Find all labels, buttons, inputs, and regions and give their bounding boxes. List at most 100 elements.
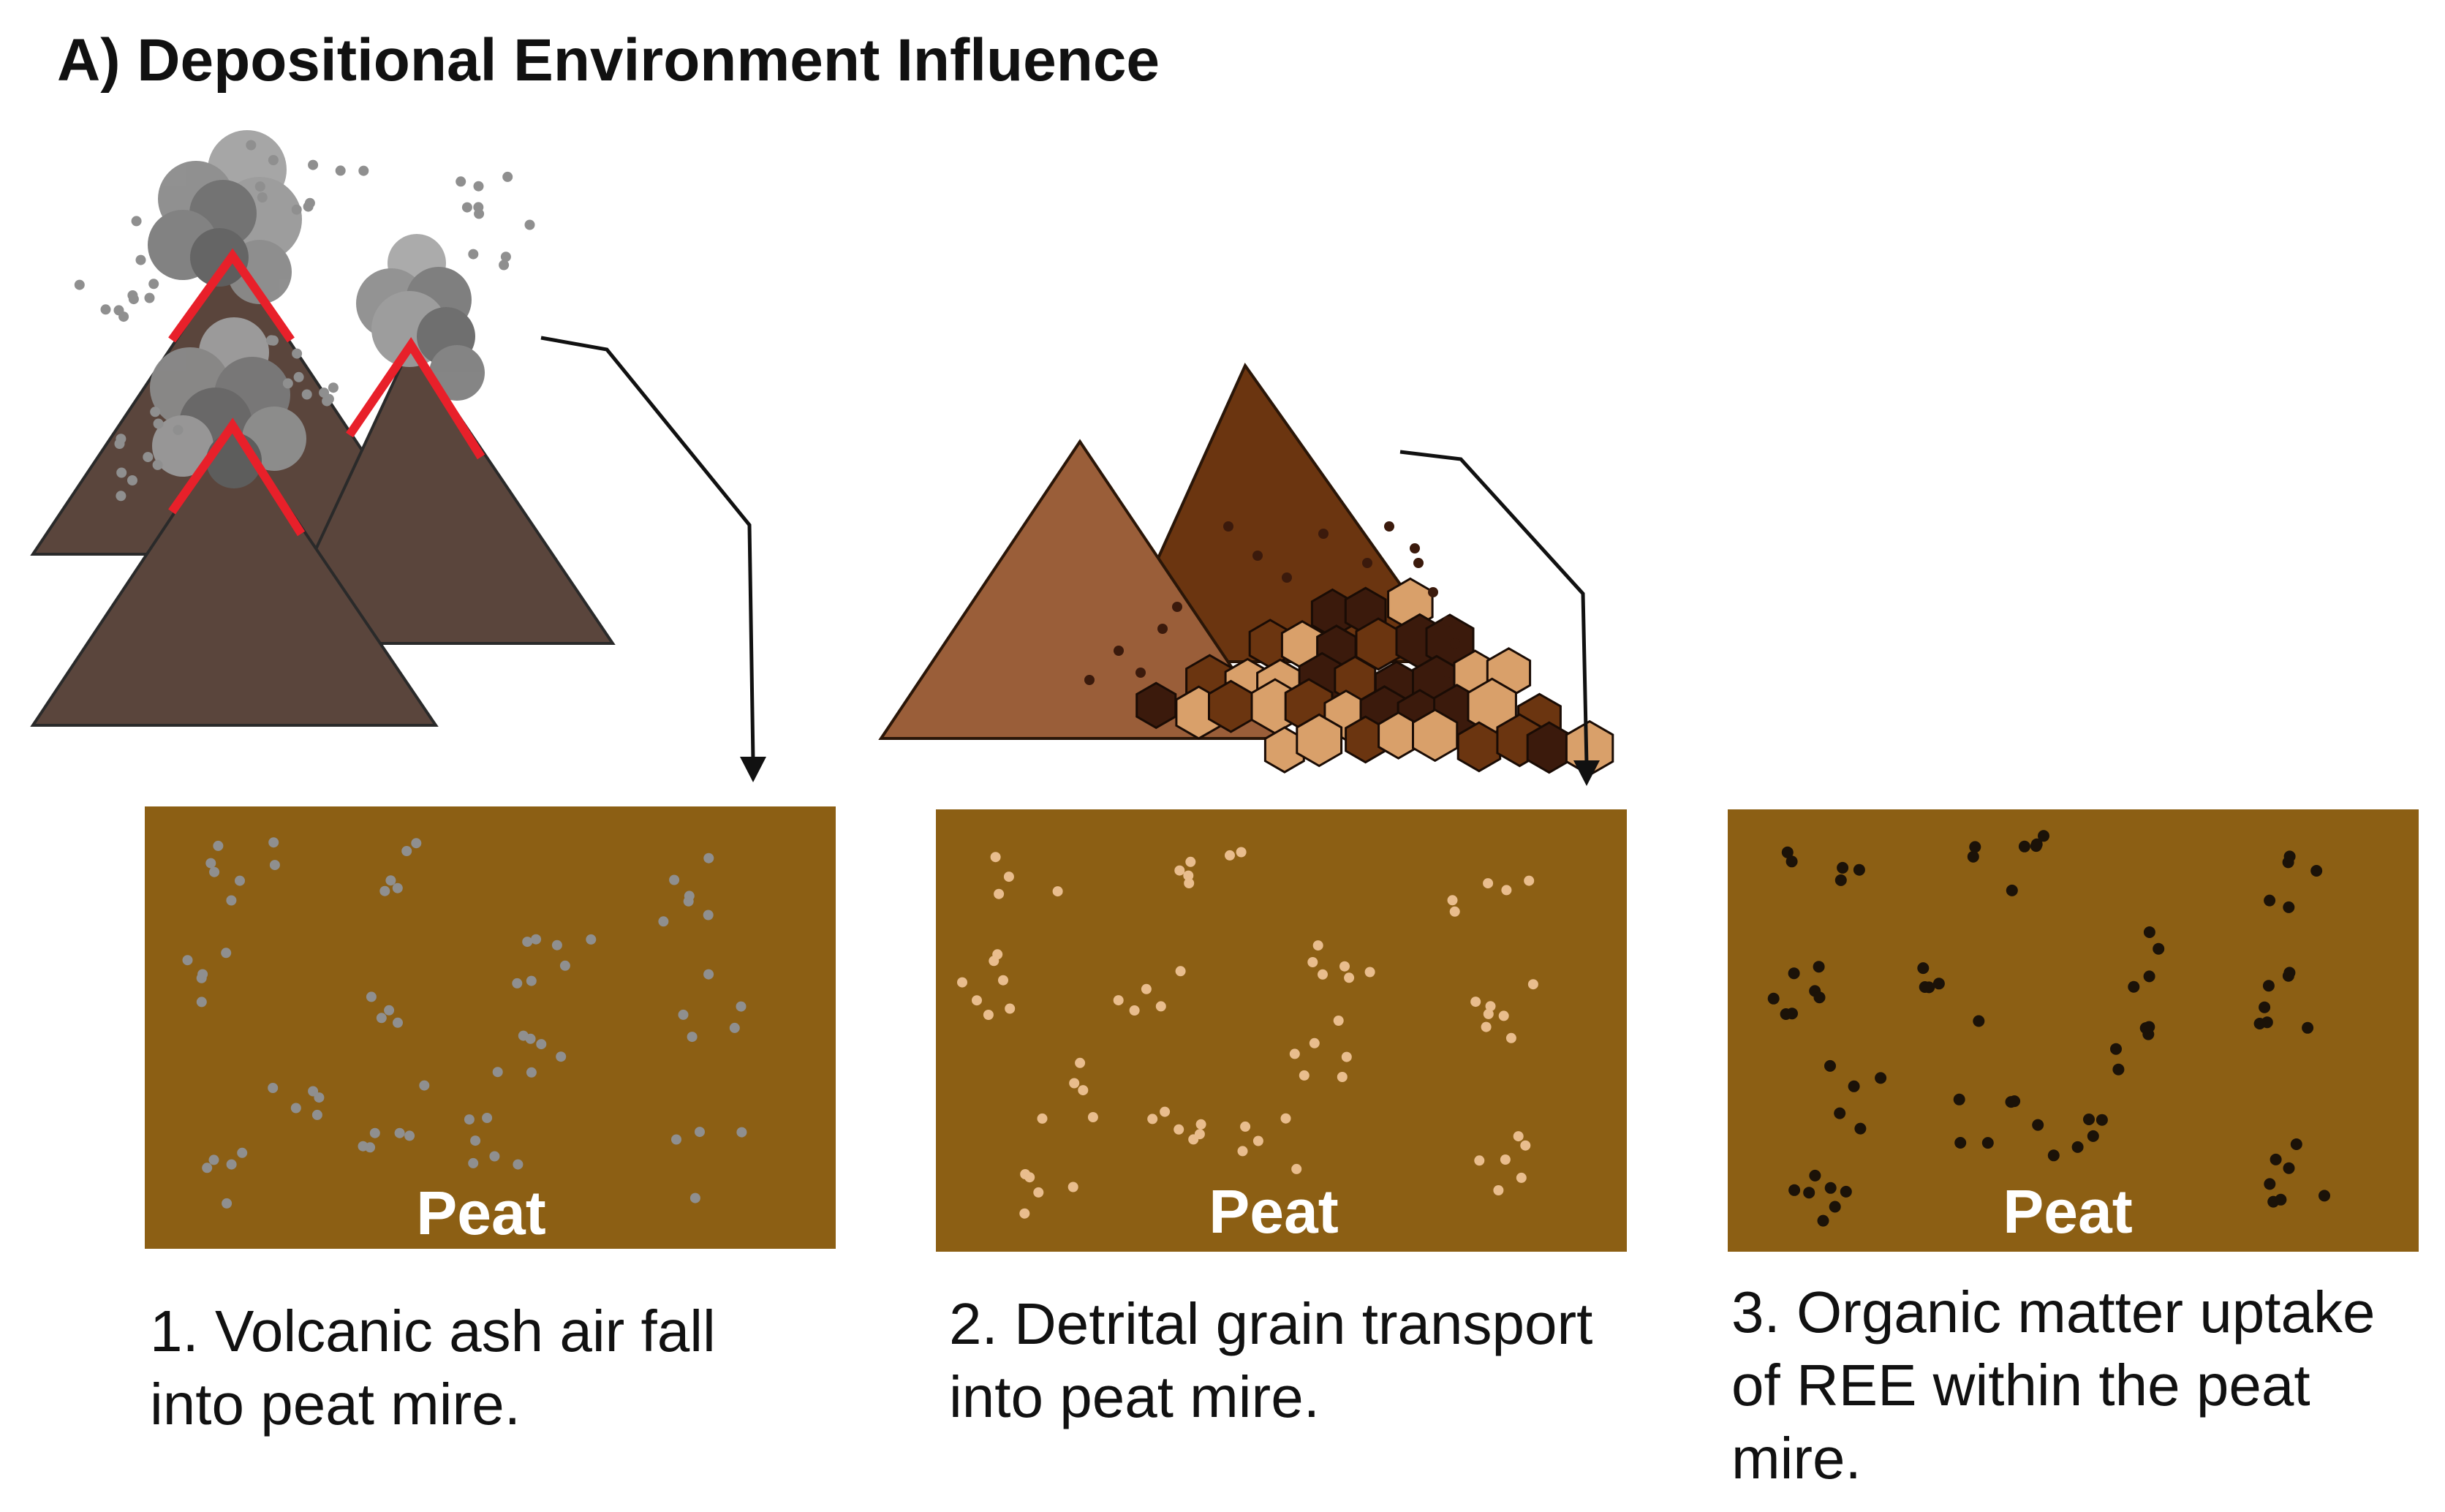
- particle: [1450, 638, 1460, 649]
- peat-particles: [182, 837, 747, 1209]
- particle: [419, 1080, 430, 1091]
- figure-title: A) Depositional Environment Influence: [57, 27, 1160, 94]
- particle: [684, 891, 695, 901]
- particle: [116, 434, 126, 445]
- particle: [1155, 1001, 1166, 1012]
- ash-particles: [74, 140, 535, 502]
- particle: [1223, 521, 1233, 532]
- grain: [1135, 681, 1177, 730]
- particle: [150, 407, 161, 417]
- particle: [2008, 1095, 2021, 1108]
- particle: [311, 1109, 322, 1120]
- particle: [1307, 957, 1318, 967]
- peat-box-volcanic: Peat: [145, 806, 836, 1249]
- peat-particles: [1767, 830, 2330, 1227]
- particle: [2264, 1178, 2276, 1190]
- particle: [1932, 978, 1945, 990]
- particle: [358, 165, 369, 176]
- particle: [1973, 1015, 1985, 1027]
- particle: [376, 1013, 387, 1024]
- particle: [131, 216, 142, 227]
- particle: [213, 840, 224, 851]
- particle: [394, 1127, 405, 1138]
- particle: [473, 181, 484, 192]
- particle: [1114, 646, 1124, 656]
- grain: [1296, 713, 1343, 768]
- particle: [1237, 1146, 1248, 1157]
- particle: [994, 888, 1005, 899]
- particle: [1240, 1121, 1251, 1132]
- particle: [1788, 967, 1800, 980]
- particle: [1786, 1008, 1798, 1020]
- particle: [703, 853, 714, 863]
- particle: [293, 371, 304, 382]
- particle: [1280, 1113, 1291, 1124]
- particle: [2283, 1162, 2295, 1174]
- particle: [1809, 1169, 1821, 1182]
- particle: [2083, 1114, 2095, 1125]
- particle: [989, 956, 999, 967]
- particle: [100, 304, 111, 315]
- particle: [559, 960, 570, 971]
- particle: [526, 975, 537, 986]
- particle: [470, 1135, 481, 1146]
- particle: [671, 1134, 681, 1145]
- particle: [586, 934, 597, 945]
- particle: [983, 1010, 994, 1020]
- particle: [1362, 558, 1372, 568]
- particle: [1172, 602, 1182, 612]
- particle: [222, 1198, 233, 1209]
- particle: [1135, 668, 1146, 678]
- particle: [2253, 1018, 2266, 1029]
- particle: [1384, 521, 1394, 532]
- particle: [308, 159, 319, 170]
- arrow-icon: [1399, 450, 1600, 786]
- grain: [1526, 721, 1572, 774]
- particle: [1003, 872, 1014, 882]
- particle: [2259, 1001, 2271, 1013]
- particle: [358, 1141, 369, 1152]
- particle: [152, 459, 163, 470]
- particle: [669, 874, 680, 885]
- particle: [1289, 1048, 1300, 1059]
- arrow-icon: [540, 336, 766, 782]
- particle: [291, 204, 302, 215]
- particle: [1282, 572, 1292, 583]
- caption-line: 1. Volcanic ash air fall: [150, 1299, 716, 1364]
- particle: [290, 1103, 301, 1114]
- particle: [1052, 886, 1063, 897]
- particle: [257, 192, 268, 203]
- particle: [308, 1086, 319, 1097]
- particle: [551, 940, 562, 950]
- particle: [2283, 901, 2295, 913]
- particle: [687, 1032, 698, 1043]
- particle: [1337, 1072, 1348, 1082]
- particle: [292, 348, 303, 359]
- particle: [2310, 865, 2323, 877]
- particle: [1309, 1037, 1320, 1048]
- particle: [221, 948, 232, 959]
- particle: [1834, 1107, 1846, 1119]
- particle: [1840, 1185, 1852, 1198]
- particle: [2270, 1153, 2282, 1165]
- particle: [482, 1113, 493, 1123]
- particle: [1923, 981, 1935, 994]
- particle: [2319, 1190, 2330, 1202]
- particle: [1129, 1005, 1140, 1016]
- particle: [1813, 961, 1825, 973]
- particle: [689, 1192, 700, 1203]
- particle: [1443, 668, 1453, 678]
- peat-particles: [957, 847, 1538, 1219]
- particle: [990, 852, 1001, 863]
- mountain-group: [878, 362, 1614, 776]
- particle: [1113, 995, 1124, 1006]
- grain: [1456, 721, 1502, 773]
- particle: [1781, 846, 1794, 858]
- particle: [1185, 856, 1196, 867]
- particle: [556, 1051, 567, 1062]
- particle: [2153, 942, 2165, 955]
- particle: [2128, 980, 2140, 993]
- particle: [1318, 969, 1328, 980]
- particle: [1195, 1119, 1206, 1130]
- particle: [1252, 551, 1263, 561]
